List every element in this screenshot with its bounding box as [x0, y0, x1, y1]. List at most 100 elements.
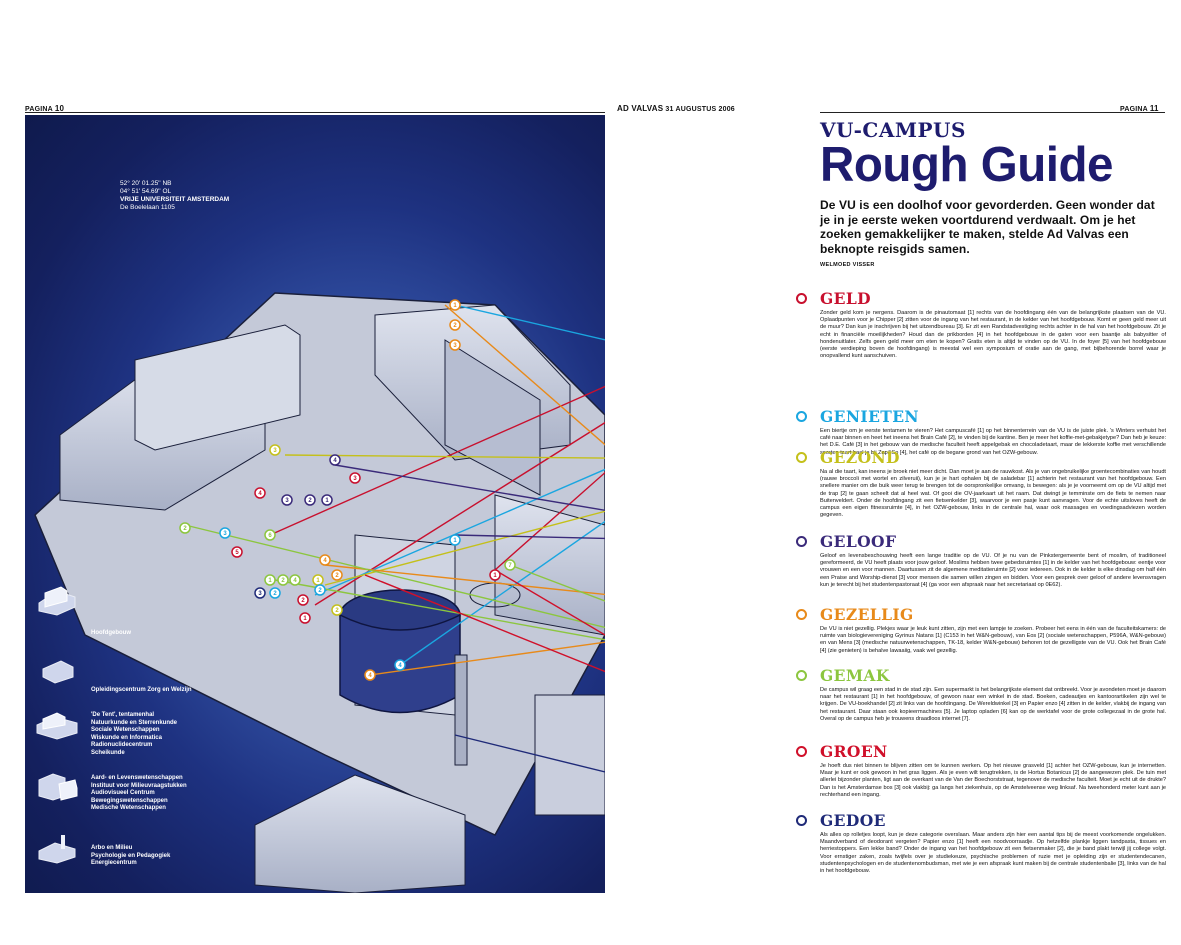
legend-text: Arbo en Milieu Psychologie en Pedagogiek…	[91, 845, 171, 866]
section-geloof: GELOOF Geloof en levensbeschouwing heeft…	[796, 532, 1166, 589]
svg-text:4: 4	[398, 663, 402, 669]
svg-text:2: 2	[281, 578, 285, 584]
headline: Rough Guide	[820, 138, 1114, 192]
svg-text:1: 1	[268, 578, 272, 584]
section-body: Je hoeft dus niet binnen te blijven zitt…	[820, 763, 1166, 798]
section-body: Na al die taart, kan ineens je broek nie…	[820, 469, 1166, 519]
svg-text:1: 1	[303, 616, 307, 622]
section-gemak: GEMAK De campus wil graag een stad in de…	[796, 666, 1166, 723]
section-marker-dot	[796, 411, 807, 422]
byline: WELMOED VISSER	[820, 262, 875, 268]
section-title: GEZOND	[820, 448, 900, 467]
section-marker-dot	[796, 746, 807, 757]
section-title: GEMAK	[820, 666, 890, 685]
legend-text: Aard- en Levenswetenschappen Instituut v…	[91, 775, 187, 811]
numbered-markers: 1 2 3 3 4 4 3 3 2 1 2 3 6 5 1 7 1 4 1 2 …	[179, 299, 516, 681]
svg-text:4: 4	[323, 558, 327, 564]
header-rule-right	[820, 112, 1165, 113]
svg-text:2: 2	[183, 526, 187, 532]
svg-text:3: 3	[223, 531, 227, 537]
section-title: GEDOE	[820, 811, 886, 830]
svg-text:2: 2	[273, 591, 277, 597]
section-groen: GROEN Je hoeft dus niet binnen te blijve…	[796, 742, 1166, 799]
intro-paragraph: De VU is een doolhof voor gevorderden. G…	[820, 198, 1155, 256]
campus-map-panel: 1 2 3 3 4 4 3 3 2 1 2 3 6 5 1 7 1 4 1 2 …	[25, 115, 605, 893]
section-title: GENIETEN	[820, 407, 920, 426]
svg-text:4: 4	[258, 491, 262, 497]
svg-text:2: 2	[301, 598, 305, 604]
section-marker-dot	[796, 452, 807, 463]
svg-text:5: 5	[235, 550, 239, 556]
section-gezond: GEZOND Na al die taart, kan ineens je br…	[796, 448, 1166, 519]
section-genieten: GENIETEN Een biertje om je eerste tentam…	[796, 407, 1166, 457]
svg-text:2: 2	[453, 323, 457, 329]
svg-text:3: 3	[273, 448, 277, 454]
section-marker-dot	[796, 293, 807, 304]
svg-text:1: 1	[316, 578, 320, 584]
svg-text:2: 2	[318, 588, 322, 594]
section-geld: GELD Zonder geld kom je nergens. Daarom …	[796, 289, 1166, 360]
svg-text:1: 1	[453, 303, 457, 309]
section-body: De campus wil graag een stad in de stad …	[820, 687, 1166, 722]
building-bottom	[254, 774, 466, 893]
page-number: 10	[54, 104, 65, 113]
building-icon	[35, 770, 79, 802]
header-rule-left	[25, 112, 605, 113]
university-name: VRIJE UNIVERSITEIT AMSTERDAM	[120, 196, 230, 203]
svg-text:4: 4	[293, 578, 297, 584]
section-marker-dot	[796, 670, 807, 681]
article-header: VU-CAMPUS Rough Guide De VU is een doolh…	[820, 118, 1165, 268]
page-number: 11	[1149, 104, 1159, 113]
section-body: De VU is niet gezellig. Plekjes waar je …	[820, 626, 1166, 654]
building-bottom-right	[534, 694, 605, 816]
page-prefix: PAGINA	[25, 106, 53, 113]
section-title: GEZELLIG	[820, 605, 914, 624]
page-prefix: PAGINA	[1120, 106, 1148, 113]
building-icon	[35, 585, 79, 617]
section-gezellig: GEZELLIG De VU is niet gezellig. Plekjes…	[796, 605, 1166, 655]
building-icon	[35, 655, 79, 687]
street-address: De Boelelaan 1105	[120, 204, 175, 211]
legend-text: 'De Tent', tentamenhal Natuurkunde en St…	[91, 712, 178, 756]
section-body: Een biertje om je eerste tentamen te vie…	[820, 428, 1166, 456]
svg-text:4: 4	[333, 458, 337, 464]
chimney-tower	[454, 654, 468, 766]
section-body: Zonder geld kom je nergens. Daarom is de…	[820, 310, 1166, 360]
section-title: GELD	[820, 289, 871, 308]
building-icon	[35, 833, 79, 865]
svg-text:2: 2	[335, 573, 339, 579]
svg-text:1: 1	[325, 498, 329, 504]
svg-text:3: 3	[285, 498, 289, 504]
latitude: 52° 20' 01.25'' NB	[120, 180, 172, 187]
section-body: Als alles op rolletjes loopt, kun je dez…	[820, 832, 1166, 875]
svg-text:3: 3	[453, 343, 457, 349]
legend-text: Hoofdgebouw	[91, 630, 131, 636]
folio-right: PAGINA 11	[1120, 104, 1159, 113]
longitude: 04° 51' 54.69'' OL	[120, 188, 172, 195]
svg-text:7: 7	[508, 563, 512, 569]
section-marker-dot	[796, 609, 807, 620]
legend-text: Opleidingscentrum Zorg en Welzijn	[91, 687, 192, 693]
svg-text:3: 3	[353, 476, 357, 482]
section-marker-dot	[796, 536, 807, 547]
svg-text:2: 2	[308, 498, 312, 504]
campus-coordinates: 52° 20' 01.25'' NB 04° 51' 54.69'' OL VR…	[120, 180, 229, 212]
building-left-tower	[134, 324, 301, 451]
building-icon	[35, 709, 79, 741]
issue-date: 31 AUGUSTUS 2006	[665, 106, 735, 113]
section-marker-dot	[796, 815, 807, 826]
svg-text:4: 4	[368, 673, 372, 679]
campus-isometric-illustration: 1 2 3 3 4 4 3 3 2 1 2 3 6 5 1 7 1 4 1 2 …	[34, 292, 605, 893]
svg-text:2: 2	[335, 608, 339, 614]
publication-name: AD VALVAS	[617, 104, 664, 113]
connector-lines	[184, 304, 605, 773]
section-title: GROEN	[820, 742, 888, 761]
svg-text:1: 1	[453, 538, 457, 544]
kicker: VU-CAMPUS	[820, 118, 966, 142]
section-title: GELOOF	[820, 532, 897, 551]
section-gedoe: GEDOE Als alles op rolletjes loopt, kun …	[796, 811, 1166, 875]
svg-text:3: 3	[258, 591, 262, 597]
folio-left: PAGINA 10	[25, 104, 64, 113]
folio-center: AD VALVAS 31 AUGUSTUS 2006	[617, 104, 735, 113]
svg-text:6: 6	[268, 533, 272, 539]
